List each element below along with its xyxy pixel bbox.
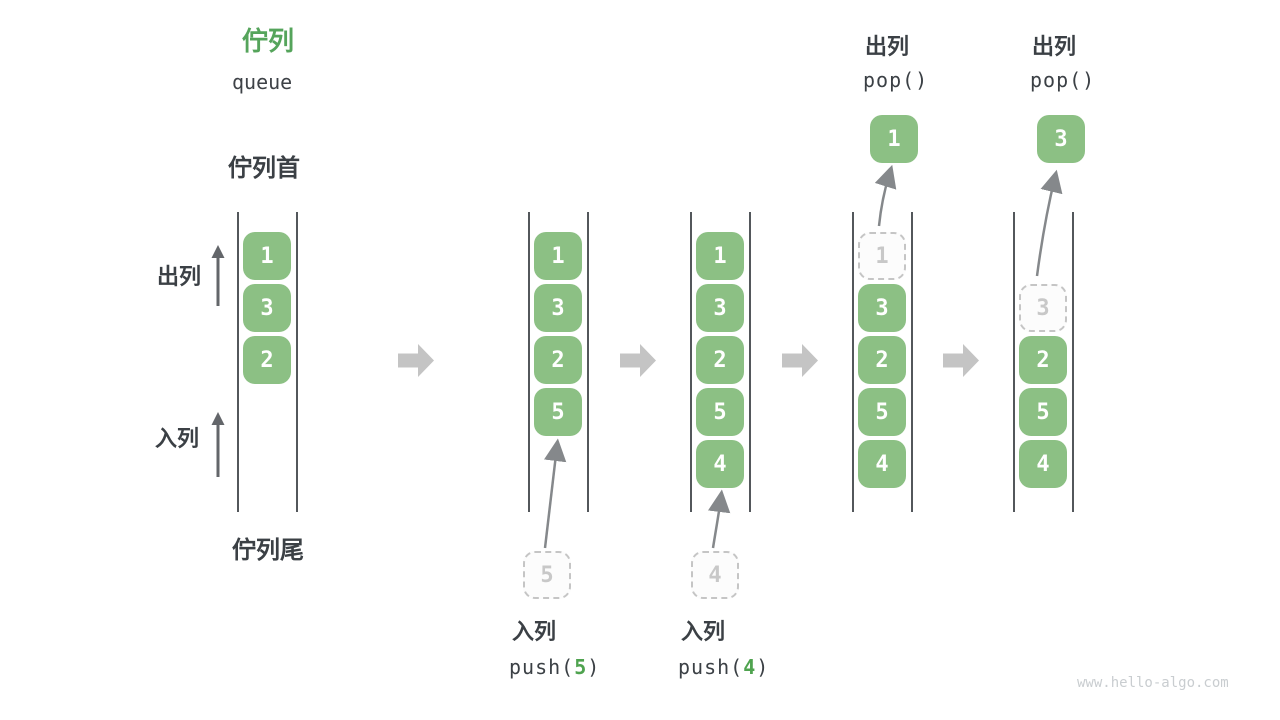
queue-box: 3 bbox=[534, 284, 582, 332]
push5-code-post: ) bbox=[587, 655, 601, 679]
push5-code: push(5) bbox=[509, 657, 600, 677]
page-subtitle: queue bbox=[232, 70, 293, 94]
direction-arrows bbox=[211, 245, 225, 477]
removed-box-1: 1 bbox=[858, 232, 906, 280]
queue-box: 1 bbox=[696, 232, 744, 280]
queue-container-4 bbox=[852, 212, 913, 512]
queue-container-3 bbox=[690, 212, 751, 512]
label-enqueue: 入列 bbox=[155, 426, 200, 451]
removed-box-3: 3 bbox=[1019, 284, 1067, 332]
popped-box-1: 1 bbox=[870, 115, 918, 163]
push4-label: 入列 bbox=[681, 619, 726, 644]
popped-box-3: 3 bbox=[1037, 115, 1085, 163]
queue-box: 4 bbox=[858, 440, 906, 488]
queue-box: 2 bbox=[696, 336, 744, 384]
push4-code-arg: 4 bbox=[743, 655, 757, 679]
step-arrow-icon bbox=[620, 344, 656, 377]
queue-box: 2 bbox=[858, 336, 906, 384]
pop1-label: 出列 bbox=[865, 34, 910, 59]
queue-box: 5 bbox=[1019, 388, 1067, 436]
queue-box: 5 bbox=[534, 388, 582, 436]
queue-box: 4 bbox=[696, 440, 744, 488]
queue-box: 1 bbox=[534, 232, 582, 280]
flow-arrows bbox=[543, 164, 1063, 549]
push5-code-arg: 5 bbox=[574, 655, 588, 679]
watermark: www.hello-algo.com bbox=[1077, 675, 1229, 691]
queue-container-5 bbox=[1013, 212, 1074, 512]
page-title: 佇列 bbox=[242, 26, 295, 56]
push4-code-pre: push( bbox=[678, 655, 744, 679]
push5-code-pre: push( bbox=[509, 655, 575, 679]
queue-box: 5 bbox=[858, 388, 906, 436]
queue-box: 2 bbox=[1019, 336, 1067, 384]
queue-box: 3 bbox=[243, 284, 291, 332]
queue-box: 1 bbox=[243, 232, 291, 280]
queue-box: 5 bbox=[696, 388, 744, 436]
queue-container-2 bbox=[528, 212, 589, 512]
queue-box: 2 bbox=[534, 336, 582, 384]
dequeue-arrowhead-icon bbox=[211, 245, 225, 258]
label-queue-front: 佇列首 bbox=[228, 155, 300, 182]
queue-box: 4 bbox=[1019, 440, 1067, 488]
step-arrow-icon bbox=[782, 344, 818, 377]
label-queue-rear: 佇列尾 bbox=[232, 537, 304, 564]
step-arrow-icon bbox=[943, 344, 979, 377]
queue-box: 3 bbox=[858, 284, 906, 332]
label-dequeue: 出列 bbox=[157, 264, 202, 289]
pop2-label: 出列 bbox=[1032, 34, 1077, 59]
queue-container-1 bbox=[237, 212, 298, 512]
step-arrow-icon bbox=[398, 344, 434, 377]
push4-code-post: ) bbox=[756, 655, 770, 679]
incoming-box-4: 4 bbox=[691, 551, 739, 599]
push4-code: push(4) bbox=[678, 657, 769, 677]
enqueue-arrowhead-icon bbox=[211, 412, 225, 425]
incoming-box-5: 5 bbox=[523, 551, 571, 599]
queue-box: 3 bbox=[696, 284, 744, 332]
push5-label: 入列 bbox=[512, 619, 557, 644]
pop2-code: pop() bbox=[1030, 68, 1096, 92]
pop1-code: pop() bbox=[863, 68, 929, 92]
queue-box: 2 bbox=[243, 336, 291, 384]
